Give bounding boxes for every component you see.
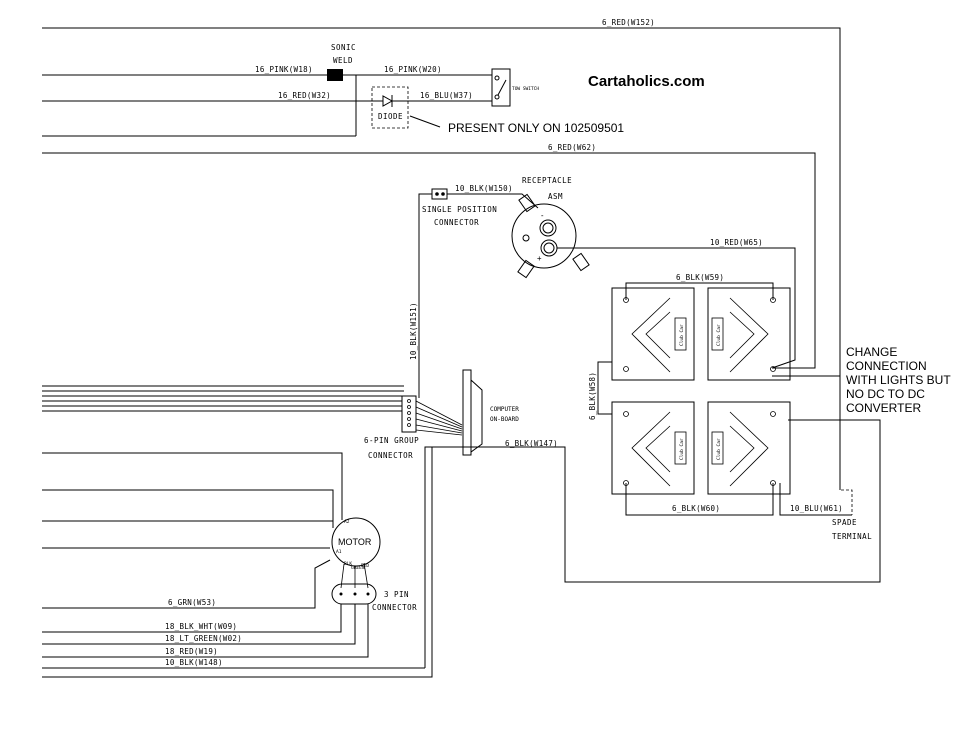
wire-w09 [42, 604, 342, 633]
six-pin-label-1: 6-PIN GROUP [364, 436, 419, 445]
svg-text:Club Car: Club Car [679, 324, 685, 346]
change-connection-note: CHANGE CONNECTION WITH LIGHTS BUT NO DC … [846, 345, 951, 415]
battery-2: Club Car [707, 287, 791, 381]
svg-text:Club Car: Club Car [679, 438, 685, 460]
three-pin-label-2: CONNECTOR [372, 603, 417, 612]
wire-label-w65: 10_RED(W65) [710, 238, 763, 247]
wire-label-w62: 6_RED(W62) [548, 143, 596, 152]
spade-terminal-label-2: TERMINAL [832, 532, 872, 541]
change-connection-lines [772, 375, 853, 515]
computer-label-1: COMPUTER [490, 406, 519, 413]
six-pin-label-2: CONNECTOR [368, 451, 413, 460]
wire-label-w20: 16_PINK(W20) [384, 65, 442, 74]
wire-w150 [447, 193, 539, 209]
spade-terminal-label-1: SPADE [832, 518, 857, 527]
wire-label-w60: 6_BLK(W60) [672, 504, 720, 513]
wire-label-w151: 10_BLK(W151) [409, 302, 418, 360]
six-pin-bundle [42, 385, 404, 412]
single-position-label-1: SINGLE POSITION [422, 205, 497, 214]
wire-label-w02: 18_LT_GREEN(W02) [165, 634, 242, 643]
three-pin-label-1: 3 PIN [384, 590, 409, 599]
motor: A2 A1 BLK GREEN RED [331, 517, 381, 571]
wire-label-w37: 16_BLU(W37) [420, 91, 473, 100]
svg-text:WITH LIGHTS BUT: WITH LIGHTS BUT [846, 373, 951, 387]
computer-bottom-wires [42, 446, 470, 678]
wire-label-w18: 16_PINK(W18) [255, 65, 313, 74]
motor-wires [42, 452, 343, 549]
wire-w61 [779, 483, 852, 516]
wire-w62 [42, 152, 816, 369]
single-position-connector [431, 188, 448, 200]
receptacle-label-1: RECEPTACLE [522, 176, 572, 185]
tow-switch [491, 68, 511, 107]
tow-switch-label: TOW SWITCH [512, 86, 539, 92]
svg-text:A1: A1 [336, 549, 342, 555]
wire-label-w147: 6_BLK(W147) [505, 439, 558, 448]
svg-text:BLK: BLK [344, 561, 352, 567]
wire-label-w53: 6_GRN(W53) [168, 598, 216, 607]
svg-text:RED: RED [361, 563, 369, 569]
wire-label-w32: 16_RED(W32) [278, 91, 331, 100]
sonic-weld-label-2: WELD [333, 56, 353, 65]
svg-text:-: - [540, 211, 545, 220]
sonic-weld-splice [327, 69, 343, 81]
wire-label-w148: 10_BLK(W148) [165, 658, 223, 667]
three-pin-connector [331, 583, 377, 605]
six-pin-group-connector [401, 395, 463, 436]
diode-symbol [371, 86, 492, 129]
diode-label: DIODE [378, 112, 403, 121]
wire-w65 [557, 247, 796, 369]
wire-w59 [625, 282, 774, 300]
svg-text:GREEN: GREEN [351, 565, 365, 571]
wire-label-w152: 6_RED(W152) [602, 18, 655, 27]
battery-3: Club Car [611, 401, 695, 495]
svg-text:A2: A2 [344, 519, 350, 525]
svg-text:CONVERTER: CONVERTER [846, 401, 921, 415]
wire-w147 [470, 419, 881, 583]
motor-label: MOTOR [338, 537, 372, 547]
battery-4: Club Car [707, 401, 791, 495]
svg-text:CHANGE: CHANGE [846, 345, 897, 359]
computer-on-board [462, 369, 483, 456]
svg-text:+: + [537, 254, 542, 263]
sonic-weld-label-1: SONIC [331, 43, 356, 52]
battery-1: Club Car [611, 287, 695, 381]
single-position-label-2: CONNECTOR [434, 218, 479, 227]
wire-w32 [42, 75, 378, 137]
wire-w152 [42, 27, 841, 490]
svg-text:Club Car: Club Car [716, 324, 722, 346]
wire-w19 [42, 604, 369, 658]
diode-note-arrow [409, 115, 441, 128]
wire-w02 [42, 604, 356, 645]
wire-w58 [597, 361, 612, 415]
svg-text:Club Car: Club Car [716, 438, 722, 460]
wire-label-w150: 10_BLK(W150) [455, 184, 513, 193]
diode-note: PRESENT ONLY ON 102509501 [448, 121, 624, 135]
wire-label-w61: 10_BLU(W61) [790, 504, 843, 513]
wire-label-w59: 6_BLK(W59) [676, 273, 724, 282]
wire-label-w58: 6_BLK(W58) [588, 372, 597, 420]
wire-w53 [42, 559, 331, 609]
computer-label-2: ON-BOARD [490, 416, 519, 423]
wire-label-w09: 18_BLK_WHT(W09) [165, 622, 237, 631]
receptacle-label-2: ASM [548, 192, 563, 201]
brand-watermark: Cartaholics.com [588, 73, 705, 90]
wire-w151 [418, 193, 432, 398]
svg-text:NO DC TO DC: NO DC TO DC [846, 387, 925, 401]
svg-text:CONNECTION: CONNECTION [846, 359, 927, 373]
wire-label-w19: 18_RED(W19) [165, 647, 218, 656]
wire-w60 [625, 483, 774, 516]
receptacle-asm: - + [511, 193, 590, 279]
